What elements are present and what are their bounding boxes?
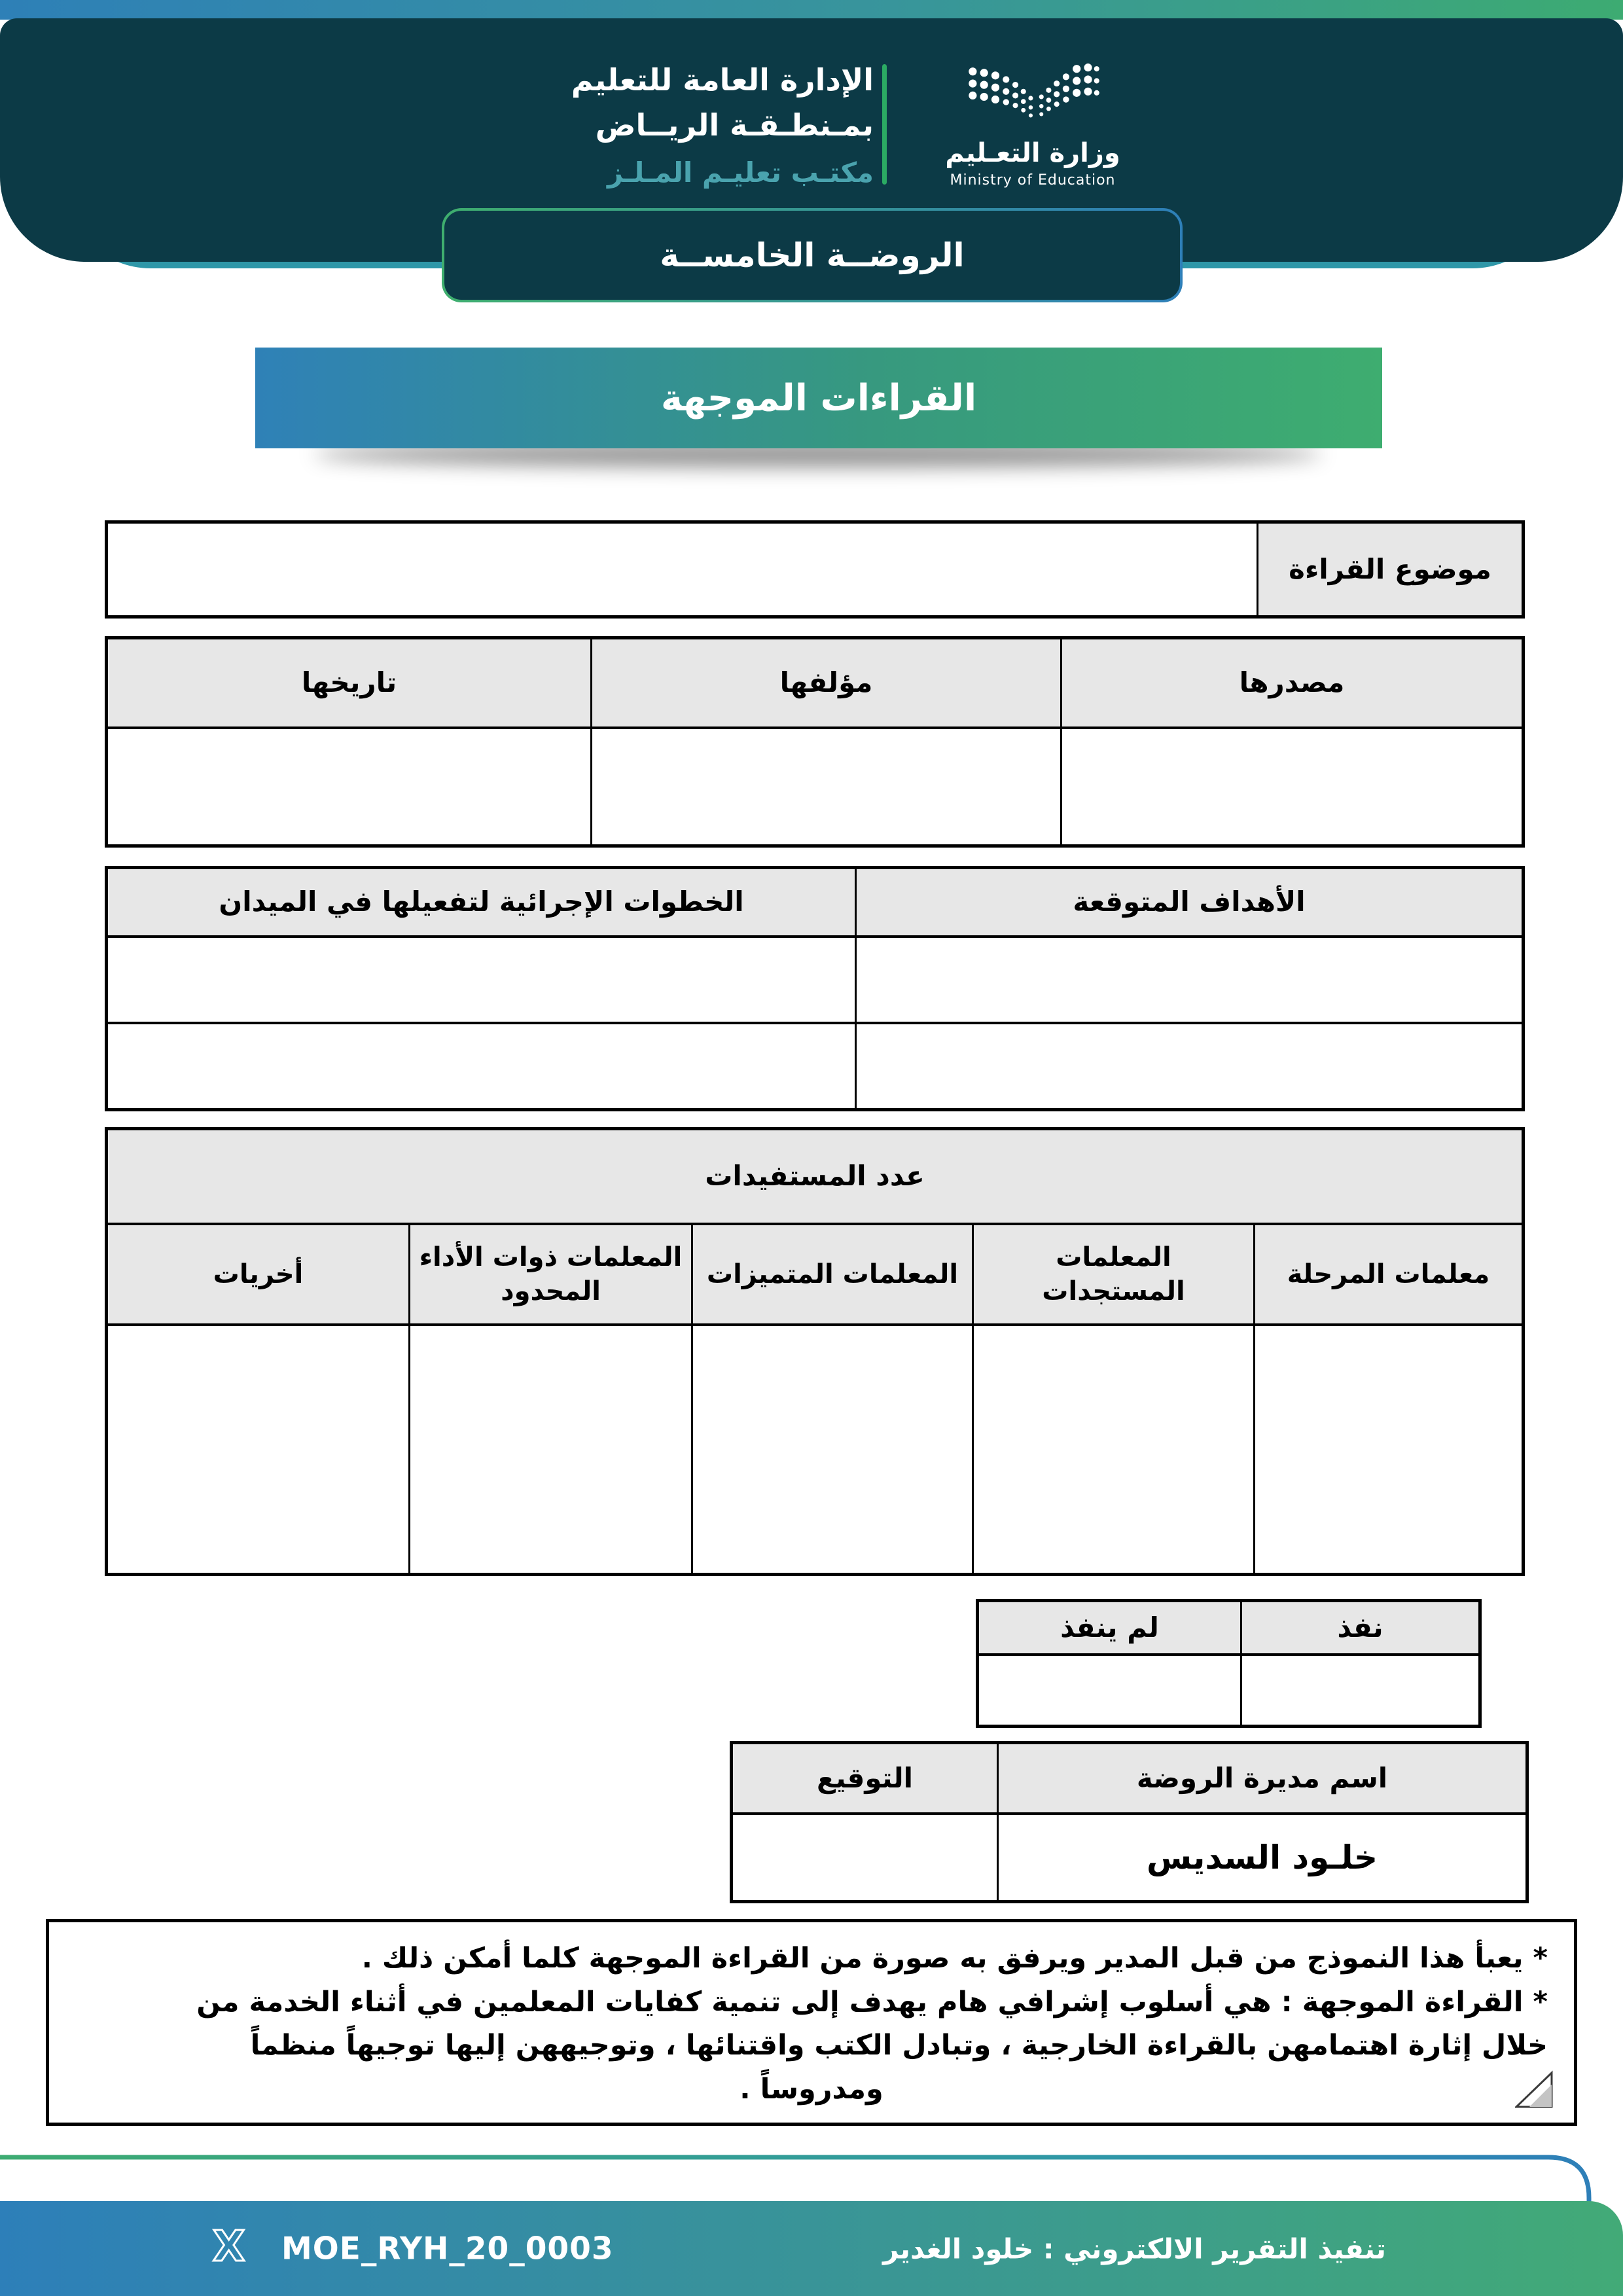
note-line-1: * يعبأ هذا النموذج من قبل المدير ويرفق ب… bbox=[361, 1942, 1548, 1975]
school-name: الروضــة الخامســة bbox=[444, 211, 1180, 300]
page-title: القراءات الموجهة bbox=[660, 376, 977, 420]
beneficiaries-title: عدد المستفيدات bbox=[108, 1130, 1522, 1223]
notes-box: * يعبأ هذا النموذج من قبل المدير ويرفق ب… bbox=[46, 1919, 1577, 2126]
ministry-name-en: Ministry of Education bbox=[950, 172, 1116, 188]
objectives-row1-field[interactable] bbox=[857, 938, 1522, 1022]
x-social-icon: X bbox=[211, 2221, 245, 2272]
header-divider-line bbox=[882, 64, 887, 185]
date-value-field[interactable] bbox=[108, 729, 592, 844]
steps-row2-field[interactable] bbox=[108, 1024, 857, 1108]
date-header: تاريخها bbox=[108, 639, 592, 726]
subject-label: موضوع القراءة bbox=[1258, 524, 1522, 615]
beneficiaries-table: عدد المستفيدات معلمات المرحلة المعلمات ا… bbox=[105, 1127, 1525, 1576]
signature-field[interactable] bbox=[733, 1815, 999, 1900]
principal-name-header: اسم مديرة الروضة bbox=[999, 1744, 1525, 1812]
note-line-3: خلال إثارة اهتمامهن بالقراءة الخارجية ، … bbox=[250, 2029, 1548, 2062]
principal-table: اسم مديرة الروضة التوقيع خلـود السديس bbox=[730, 1741, 1529, 1903]
footer: X MOE_RYH_20_0003 تنفيذ التقرير الالكترو… bbox=[0, 2201, 1623, 2296]
steps-row1-field[interactable] bbox=[108, 938, 857, 1022]
executed-field[interactable] bbox=[1242, 1656, 1478, 1725]
limited-performance-teachers-header: المعلمات ذوات الأداء المحدود bbox=[410, 1225, 693, 1323]
stage-teachers-field[interactable] bbox=[1255, 1326, 1522, 1573]
ministry-logo: وزارة التعـليم Ministry of Education bbox=[915, 62, 1150, 188]
source-header: مصدرها bbox=[1062, 639, 1522, 726]
footer-social-handle: MOE_RYH_20_0003 bbox=[281, 2231, 614, 2267]
others-header: أخريات bbox=[108, 1225, 410, 1323]
ministry-name-ar: وزارة التعـليم bbox=[945, 138, 1120, 168]
steps-header: الخطوات الإجرائية لتفعيلها في الميدان bbox=[108, 869, 857, 935]
school-name-box: الروضــة الخامســة bbox=[442, 208, 1183, 302]
office-name: مكتـب تعليـم المـلـز bbox=[607, 156, 874, 188]
page-title-banner: القراءات الموجهة bbox=[255, 348, 1382, 448]
limited-performance-teachers-field[interactable] bbox=[410, 1326, 693, 1573]
objectives-table: الأهداف المتوقعة الخطوات الإجرائية لتفعي… bbox=[105, 866, 1525, 1111]
subject-value-field[interactable] bbox=[108, 524, 1258, 615]
folded-corner-icon bbox=[1514, 2070, 1554, 2123]
subject-table: موضوع القراءة bbox=[105, 520, 1525, 619]
footer-decor-line bbox=[0, 2155, 1623, 2210]
header-gradient-strip bbox=[0, 0, 1623, 20]
author-value-field[interactable] bbox=[592, 729, 1062, 844]
org-name-line2: بمـنطـقـة الريــاض bbox=[595, 107, 874, 143]
not-executed-header: لم ينفذ bbox=[979, 1602, 1242, 1653]
others-field[interactable] bbox=[108, 1326, 410, 1573]
org-identity-block: الإدارة العامة للتعليم بمـنطـقـة الريــا… bbox=[571, 58, 874, 193]
distinguished-teachers-header: المعلمات المتميزات bbox=[693, 1225, 974, 1323]
source-value-field[interactable] bbox=[1062, 729, 1522, 844]
org-name-line1: الإدارة العامة للتعليم bbox=[571, 62, 874, 98]
footer-credit-text: تنفيذ التقرير الالكتروني : خلود الغدير bbox=[883, 2233, 1386, 2265]
new-teachers-header: المعلمات المستجدات bbox=[974, 1225, 1255, 1323]
stage-teachers-header: معلمات المرحلة bbox=[1255, 1225, 1522, 1323]
note-line-2: * القراءة الموجهة : هي أسلوب إشرافي هام … bbox=[196, 1985, 1548, 2018]
executed-header: نفذ bbox=[1242, 1602, 1478, 1653]
new-teachers-field[interactable] bbox=[974, 1326, 1255, 1573]
signature-header: التوقيع bbox=[733, 1744, 999, 1812]
objectives-row2-field[interactable] bbox=[857, 1024, 1522, 1108]
note-line-4: ومدروساً . bbox=[740, 2072, 883, 2106]
objectives-header: الأهداف المتوقعة bbox=[857, 869, 1522, 935]
source-table: مصدرها مؤلفها تاريخها bbox=[105, 636, 1525, 848]
execution-table: نفذ لم ينفذ bbox=[976, 1599, 1482, 1728]
principal-name-value: خلـود السديس bbox=[1146, 1838, 1378, 1876]
distinguished-teachers-field[interactable] bbox=[693, 1326, 974, 1573]
not-executed-field[interactable] bbox=[979, 1656, 1242, 1725]
author-header: مؤلفها bbox=[592, 639, 1062, 726]
moe-logo-dots-icon bbox=[915, 62, 1150, 135]
